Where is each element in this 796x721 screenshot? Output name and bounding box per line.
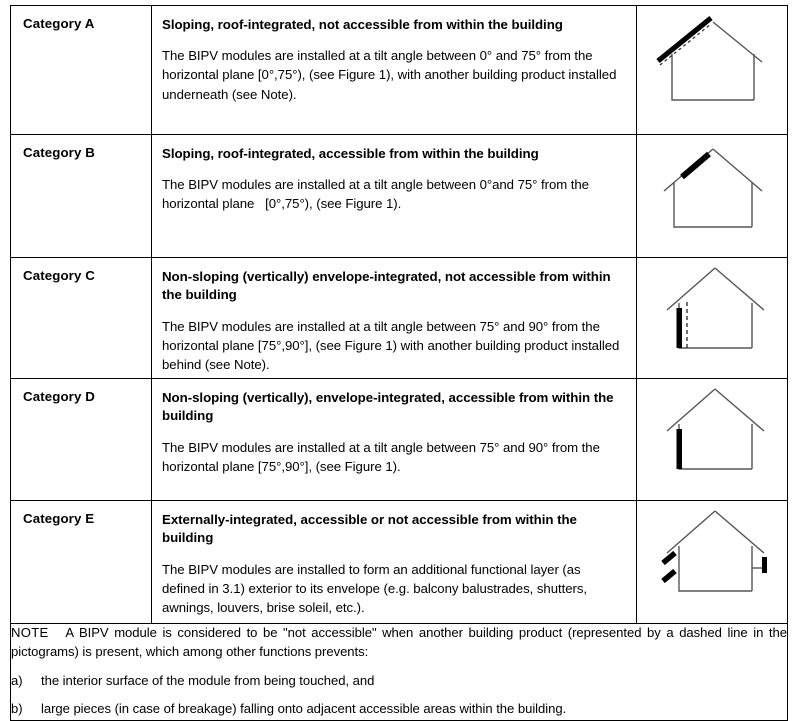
house-roof-left-slope-with-dashed-underlay-icon	[656, 15, 763, 101]
description-title-b: Sloping, roof-integrated, accessible fro…	[162, 146, 539, 161]
description-cell: Sloping, roof-integrated, accessible fro…	[151, 134, 637, 258]
category-label-c: Category C	[23, 268, 95, 283]
category-label-e: Category E	[23, 511, 95, 526]
pictogram-cell	[636, 500, 788, 624]
table-row: Category D Non-sloping (vertically), env…	[10, 378, 788, 501]
category-label-d: Category D	[23, 389, 95, 404]
house-roof-left-slope-upper-icon	[663, 148, 763, 228]
note-label: NOTE	[11, 625, 49, 640]
description-title-a: Sloping, roof-integrated, not accessible…	[162, 17, 563, 32]
pictogram-cell	[636, 257, 788, 379]
pictogram-cell	[636, 378, 788, 501]
description-cell: Externally-integrated, accessible or not…	[151, 500, 637, 624]
category-cell: Category C	[10, 257, 152, 379]
category-label-a: Category A	[23, 16, 95, 31]
description-body-b: The BIPV modules are installed at a tilt…	[162, 177, 593, 212]
pictogram-cell	[636, 134, 788, 258]
description-title-e: Externally-integrated, accessible or not…	[162, 512, 577, 546]
description-cell: Non-sloping (vertically), envelope-integ…	[151, 378, 637, 501]
category-cell: Category E	[10, 500, 152, 624]
category-cell: Category A	[10, 5, 152, 135]
description-body-d: The BIPV modules are installed at a tilt…	[162, 439, 604, 474]
house-external-louvers-and-shutter-icon	[661, 510, 767, 592]
note-paragraph: NOTE A BIPV module is considered to be "…	[11, 624, 787, 661]
list-item: b) large pieces (in case of breakage) fa…	[11, 700, 787, 719]
table-row: Category A Sloping, roof-integrated, not…	[10, 5, 788, 135]
note-item-marker-a: a)	[11, 673, 23, 689]
description-body-a: The BIPV modules are installed at a tilt…	[162, 48, 620, 102]
note-item-text-a: the interior surface of the module from …	[41, 673, 375, 689]
description-body-c: The BIPV modules are installed at a tilt…	[162, 318, 623, 372]
note-item-text-b: large pieces (in case of breakage) falli…	[41, 700, 567, 716]
category-cell: Category B	[10, 134, 152, 258]
description-cell: Non-sloping (vertically) envelope-integr…	[151, 257, 637, 379]
category-label-b: Category B	[23, 145, 95, 160]
note-row: NOTE A BIPV module is considered to be "…	[10, 622, 788, 721]
description-title-c: Non-sloping (vertically) envelope-integr…	[162, 269, 611, 303]
category-cell: Category D	[10, 378, 152, 501]
pictogram-cell	[636, 5, 788, 135]
list-item: a) the interior surface of the module fr…	[11, 672, 787, 691]
bipv-category-table: Category A Sloping, roof-integrated, not…	[10, 5, 788, 721]
description-body-e: The BIPV modules are installed to form a…	[162, 561, 591, 615]
table-row: Category B Sloping, roof-integrated, acc…	[10, 134, 788, 258]
house-left-wall-with-dashed-backing-icon	[666, 267, 765, 349]
note-item-marker-b: b)	[11, 700, 23, 716]
description-cell: Sloping, roof-integrated, not accessible…	[151, 5, 637, 135]
note-cell: NOTE A BIPV module is considered to be "…	[10, 622, 788, 721]
table-row: Category C Non-sloping (vertically) enve…	[10, 257, 788, 379]
description-title-d: Non-sloping (vertically), envelope-integ…	[162, 390, 614, 424]
note-text: A BIPV module is considered to be "not a…	[11, 625, 787, 659]
house-left-wall-icon	[666, 388, 765, 470]
note-list: a) the interior surface of the module fr…	[11, 672, 787, 718]
table-row: Category E Externally-integrated, access…	[10, 500, 788, 624]
bipv-category-table-page: Category A Sloping, roof-integrated, not…	[10, 5, 788, 721]
